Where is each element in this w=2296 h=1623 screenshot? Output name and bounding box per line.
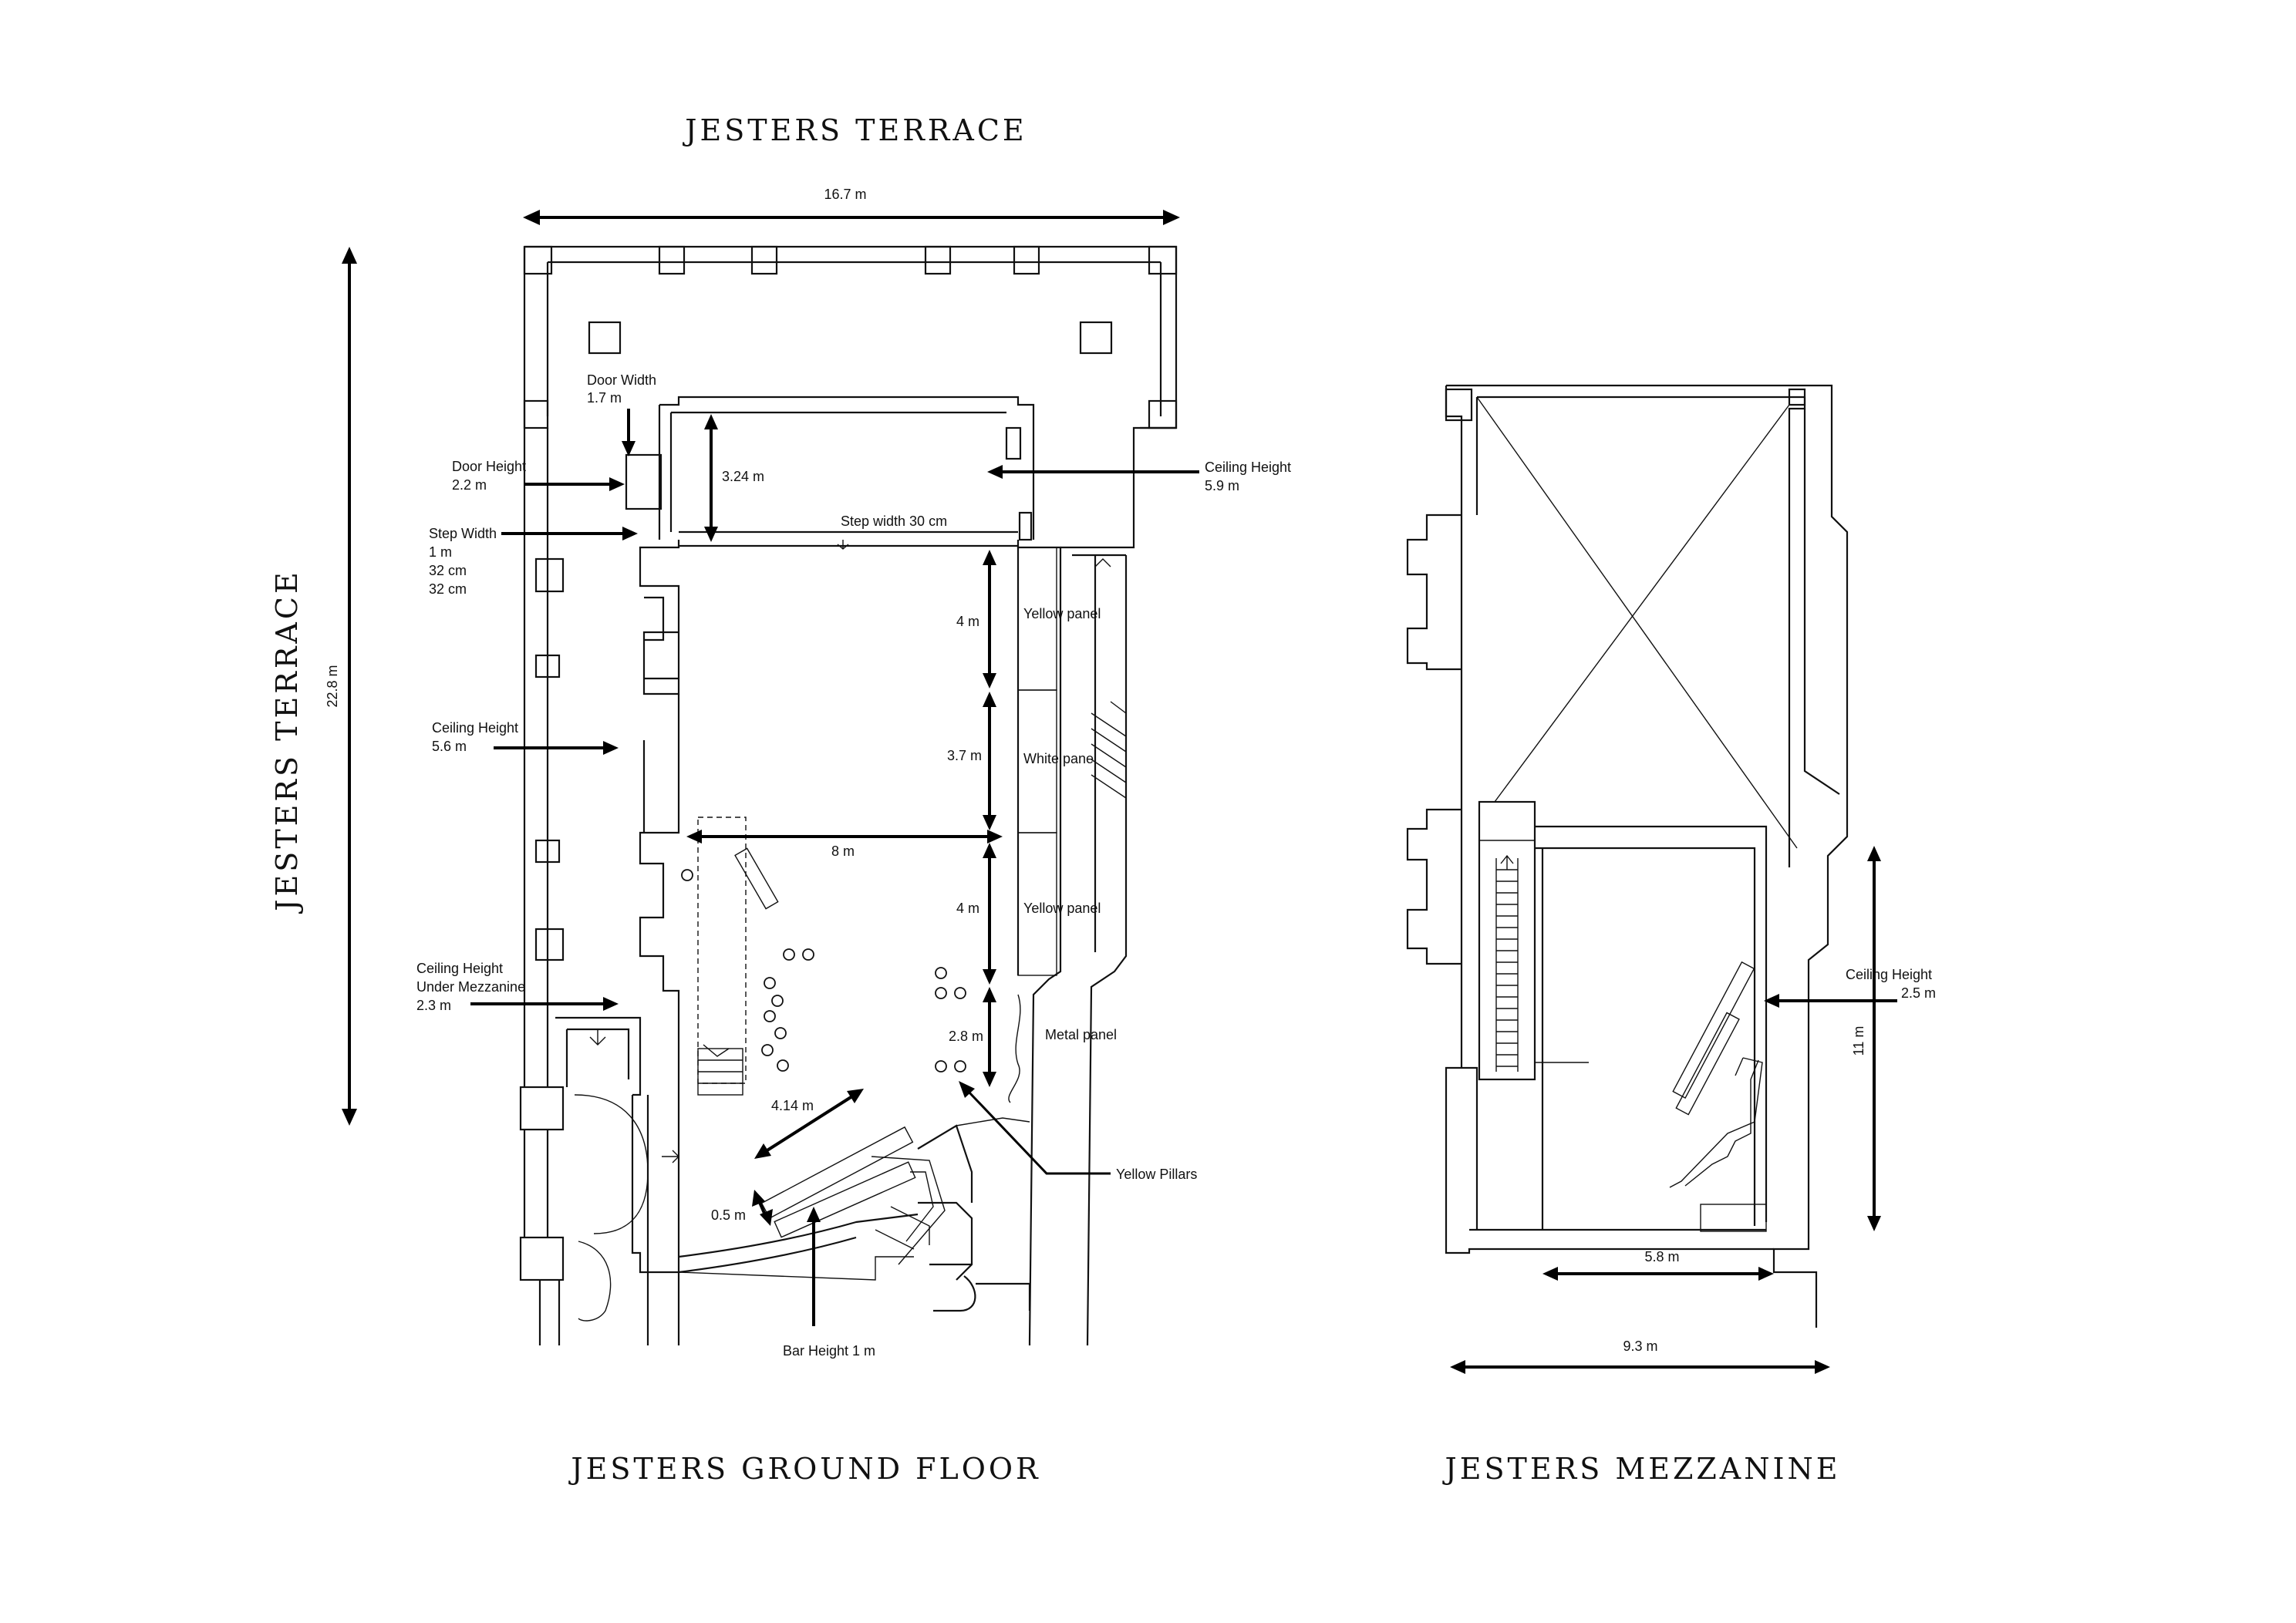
ceiling-height-stage-label: Ceiling Height	[1205, 460, 1291, 475]
terrace-side-title: JESTERS TERRACE	[270, 569, 304, 914]
dim-8-label: 8 m	[831, 843, 855, 859]
terrace-top-title: JESTERS TERRACE	[682, 113, 1027, 147]
dim-58-label: 5.8 m	[1644, 1249, 1679, 1264]
yellow-panel-2-label: Yellow panel	[1023, 901, 1101, 916]
dim-28-label: 2.8 m	[949, 1029, 983, 1044]
dim-37-label: 3.7 m	[947, 748, 982, 763]
white-panel-label: White panel	[1023, 751, 1097, 766]
ground-floor-dimensions: 16.7 m 22.8 m Door Width 1.7 m Door Heig…	[325, 187, 1291, 1359]
width-dim-label: 16.7 m	[824, 187, 866, 202]
yellow-panel-1-label: Yellow panel	[1023, 606, 1101, 621]
dim-414-label: 4.14 m	[771, 1098, 814, 1113]
ceiling-height-main-label: Ceiling Height	[432, 720, 518, 736]
ceiling-height-mezz-label-2: Under Mezzanine	[416, 979, 525, 995]
mezzanine-title: JESTERS MEZZANINE	[1442, 1452, 1841, 1486]
step-width-value-1: 1 m	[429, 544, 452, 560]
step-width-30-label: Step width 30 cm	[841, 514, 947, 529]
step-width-label: Step Width	[429, 526, 497, 541]
ceiling-height-mezz-value: 2.3 m	[416, 998, 451, 1013]
dim-93-label: 9.3 m	[1623, 1338, 1657, 1354]
ceiling-height-mezz-label: Ceiling Height	[416, 961, 503, 976]
mezzanine-plan	[1406, 384, 1849, 1328]
step-width-value-2: 32 cm	[429, 563, 467, 578]
yellow-pillars-label: Yellow Pillars	[1116, 1167, 1197, 1182]
dim-4a-label: 4 m	[956, 614, 979, 629]
ceiling-height-main-value: 5.6 m	[432, 739, 467, 754]
ground-floor-plan	[519, 245, 1178, 1346]
step-width-value-3: 32 cm	[429, 581, 467, 597]
door-width-label: Door Width	[587, 372, 656, 388]
mezz-ceiling-height-value: 2.5 m	[1901, 985, 1936, 1001]
mezz-ceiling-height-label: Ceiling Height	[1846, 967, 1932, 982]
metal-panel-label: Metal panel	[1045, 1027, 1117, 1042]
dim-05-label: 0.5 m	[711, 1207, 746, 1223]
ground-floor-title: JESTERS GROUND FLOOR	[568, 1452, 1040, 1486]
door-height-value: 2.2 m	[452, 477, 487, 493]
door-height-label: Door Height	[452, 459, 526, 474]
dim-11-label: 11 m	[1851, 1026, 1866, 1056]
bar-height-label: Bar Height 1 m	[783, 1343, 875, 1359]
length-dim-label: 22.8 m	[325, 665, 340, 707]
ceiling-height-stage-value: 5.9 m	[1205, 478, 1239, 493]
door-width-value: 1.7 m	[587, 390, 622, 406]
mezzanine-dimensions: Ceiling Height 2.5 m 11 m 5.8 m 9.3 m	[1450, 846, 1936, 1374]
dim-324-label: 3.24 m	[722, 469, 764, 484]
dim-4b-label: 4 m	[956, 901, 979, 916]
